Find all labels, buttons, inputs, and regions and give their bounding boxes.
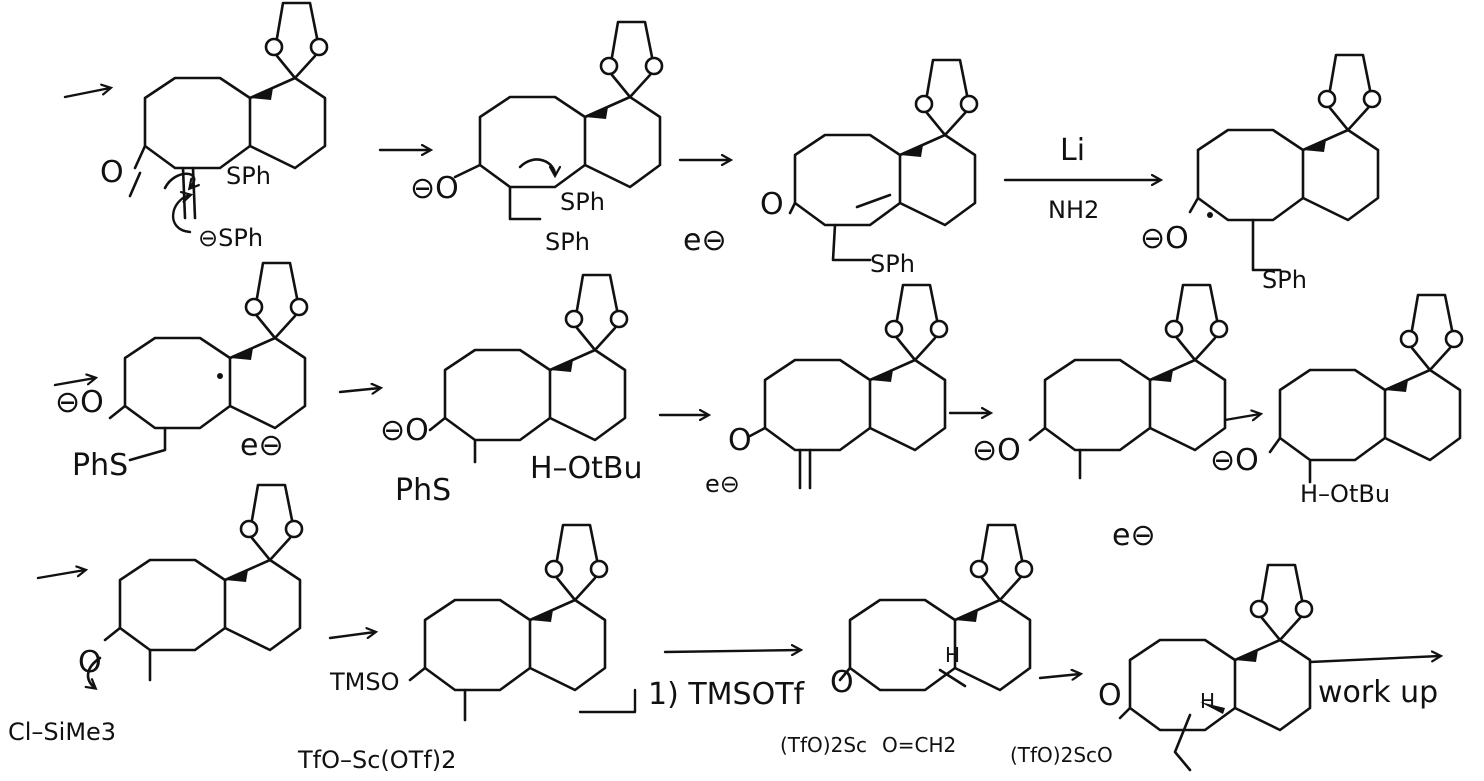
m12-hydrogen-label: H bbox=[945, 643, 960, 667]
reaction-arrow bbox=[338, 388, 380, 392]
molecule-8 bbox=[1028, 283, 1229, 480]
curly-arrow bbox=[171, 195, 190, 234]
reagent-ammonia: NH2 bbox=[1048, 196, 1099, 224]
m9-enolate-oxygen: ⊖O bbox=[1210, 443, 1259, 478]
row1: O SPh ⊖SPh ⊖O SPh SPh e⊖ O SPh Li NH2 bbox=[63, 1, 1382, 294]
m10-reagent-label: Cl–SiMe3 bbox=[8, 718, 116, 746]
m6-enolate-oxygen: ⊖O bbox=[380, 413, 429, 448]
molecule-2 bbox=[453, 20, 664, 221]
reaction-arrow bbox=[53, 378, 95, 387]
m6-h-otbu-label: H–OtBu bbox=[530, 451, 643, 486]
m4-sph-label: SPh bbox=[1262, 266, 1307, 294]
m1-thiolate-label: ⊖SPh bbox=[198, 224, 263, 252]
m3-sph-label: SPh bbox=[870, 250, 915, 278]
m1-ketone-oxygen: O bbox=[100, 155, 124, 190]
molecule-12 bbox=[838, 523, 1034, 692]
m8-electron-label: e⊖ bbox=[1112, 518, 1156, 553]
m5-electron-label: e⊖ bbox=[240, 428, 284, 463]
reagent-lithium: Li bbox=[1060, 133, 1085, 168]
m5-enolate-oxygen: ⊖O bbox=[55, 385, 104, 420]
m11-lewis-acid-label: TfO–Sc(OTf)2 bbox=[297, 746, 456, 774]
reaction-arrow bbox=[1223, 414, 1260, 420]
reaction-arrow bbox=[36, 570, 85, 580]
molecule-5 bbox=[108, 261, 309, 462]
m8-enolate-oxygen: ⊖O bbox=[972, 433, 1021, 468]
m12-oxygen: O bbox=[830, 665, 854, 700]
m7-oxygen: O bbox=[728, 423, 752, 458]
bracket bbox=[578, 688, 637, 714]
molecule-6 bbox=[428, 273, 629, 464]
reaction-arrow bbox=[63, 88, 110, 99]
m6-phs-label: PhS bbox=[395, 473, 451, 508]
m13-hydrogen-label: H bbox=[1200, 689, 1215, 713]
molecule-7 bbox=[748, 283, 949, 490]
m11-tmso-label: TMSO bbox=[329, 668, 400, 696]
molecule-11 bbox=[408, 523, 609, 722]
m13-oxygen: O bbox=[1098, 678, 1122, 713]
m5-phs-label: PhS bbox=[72, 448, 128, 483]
molecule-3 bbox=[788, 58, 979, 262]
molecule-4 bbox=[1188, 53, 1382, 272]
row2: ⊖O PhS e⊖ ⊖O PhS H–OtBu O e⊖ ⊖O e⊖ bbox=[53, 261, 1464, 553]
workup-label: work up bbox=[1318, 675, 1438, 710]
m9-h-otbu-label: H–OtBu bbox=[1300, 480, 1390, 508]
m4-enolate-oxygen: ⊖O bbox=[1140, 221, 1189, 256]
step-label: 1) TMSOTf bbox=[648, 677, 806, 712]
m2-enolate-oxygen: ⊖O bbox=[410, 171, 459, 206]
m2-sph-ring-label: SPh bbox=[560, 188, 605, 216]
molecule-9 bbox=[1268, 293, 1464, 484]
m12-scandium-label: (TfO)2Sc bbox=[780, 733, 867, 757]
m2-sph-chain-label: SPh bbox=[545, 228, 590, 256]
molecule-13 bbox=[1118, 563, 1314, 772]
reaction-arrow bbox=[1308, 656, 1440, 664]
m7-electron-label: e⊖ bbox=[705, 470, 740, 498]
reaction-arrow bbox=[1038, 674, 1080, 678]
m13-scandium-oxide-label: (TfO)2ScO bbox=[1010, 743, 1113, 767]
molecule-1 bbox=[128, 1, 329, 220]
molecule-10 bbox=[88, 483, 304, 688]
m1-sph-label: SPh bbox=[226, 162, 271, 190]
m3-oxygen: O bbox=[760, 187, 784, 222]
m10-oxygen: O bbox=[78, 645, 102, 680]
reaction-arrow bbox=[663, 650, 800, 652]
m12-formaldehyde-label: O=CH2 bbox=[882, 733, 956, 757]
m3-electron-label: e⊖ bbox=[683, 223, 727, 258]
row3: O Cl–SiMe3 TMSO TfO–Sc(OTf)2 1) TMSOTf O… bbox=[8, 483, 1440, 774]
reaction-arrow bbox=[328, 632, 375, 640]
